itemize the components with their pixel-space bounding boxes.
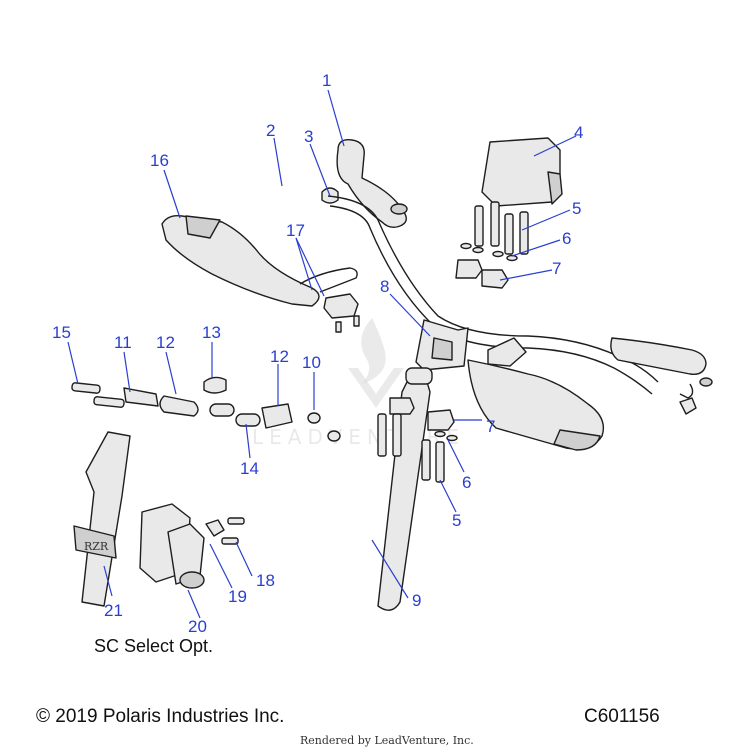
copyright-text: © 2019 Polaris Industries Inc. [36,706,284,727]
sc-select-note: SC Select Opt. [94,636,213,656]
parts-5-6-7-bottom [377,397,458,483]
callout-6: 6 [562,229,571,248]
parts-10-15-mount-kit [71,376,341,442]
callout-labels: 1 2 3 4 5 6 7 8 9 10 11 12 13 14 15 16 1… [52,71,583,636]
callout-8: 8 [380,277,389,296]
leader-lines [67,89,577,619]
part-16-handguard [161,214,358,307]
callout-18: 18 [256,571,275,590]
right-grip-and-guard [467,337,713,451]
callout-17: 17 [286,221,305,240]
callout-15: 15 [52,323,71,342]
part-7-clamps-top [455,259,509,289]
callout-9: 9 [412,591,421,610]
callout-3: 3 [304,127,313,146]
callout-6-repeat: 6 [462,473,471,492]
callout-12: 12 [156,333,175,352]
part-9-stem [377,367,433,611]
part-8-riser-clamp [415,319,527,371]
callout-5: 5 [572,199,581,218]
callout-16: 16 [150,151,169,170]
callout-13: 13 [202,323,221,342]
part-1-grip [336,139,408,229]
rendered-by-text: Rendered by LeadVenture, Inc. [300,734,474,747]
rzr-logo-strap-icon: RZR [84,540,109,553]
part-6-washers-top [460,242,518,262]
part-17-clamp [323,293,360,333]
callout-7: 7 [552,259,561,278]
callout-12-repeat: 12 [270,347,289,366]
part-5-bolts-top [474,201,529,255]
callout-4: 4 [574,123,583,142]
callout-1: 1 [322,71,331,90]
parts-18-21-sc-select: RZR [73,431,245,607]
diagram-code: C601156 [584,706,660,727]
callout-2: 2 [266,121,275,140]
callout-14: 14 [240,459,259,478]
callout-19: 19 [228,587,247,606]
callout-5-repeat: 5 [452,511,461,530]
callout-10: 10 [302,353,321,372]
callout-7-repeat: 7 [486,417,495,436]
part-4-bar-pad [481,137,563,207]
callout-11: 11 [114,333,132,352]
callout-21: 21 [104,601,123,620]
callout-20: 20 [188,617,207,636]
